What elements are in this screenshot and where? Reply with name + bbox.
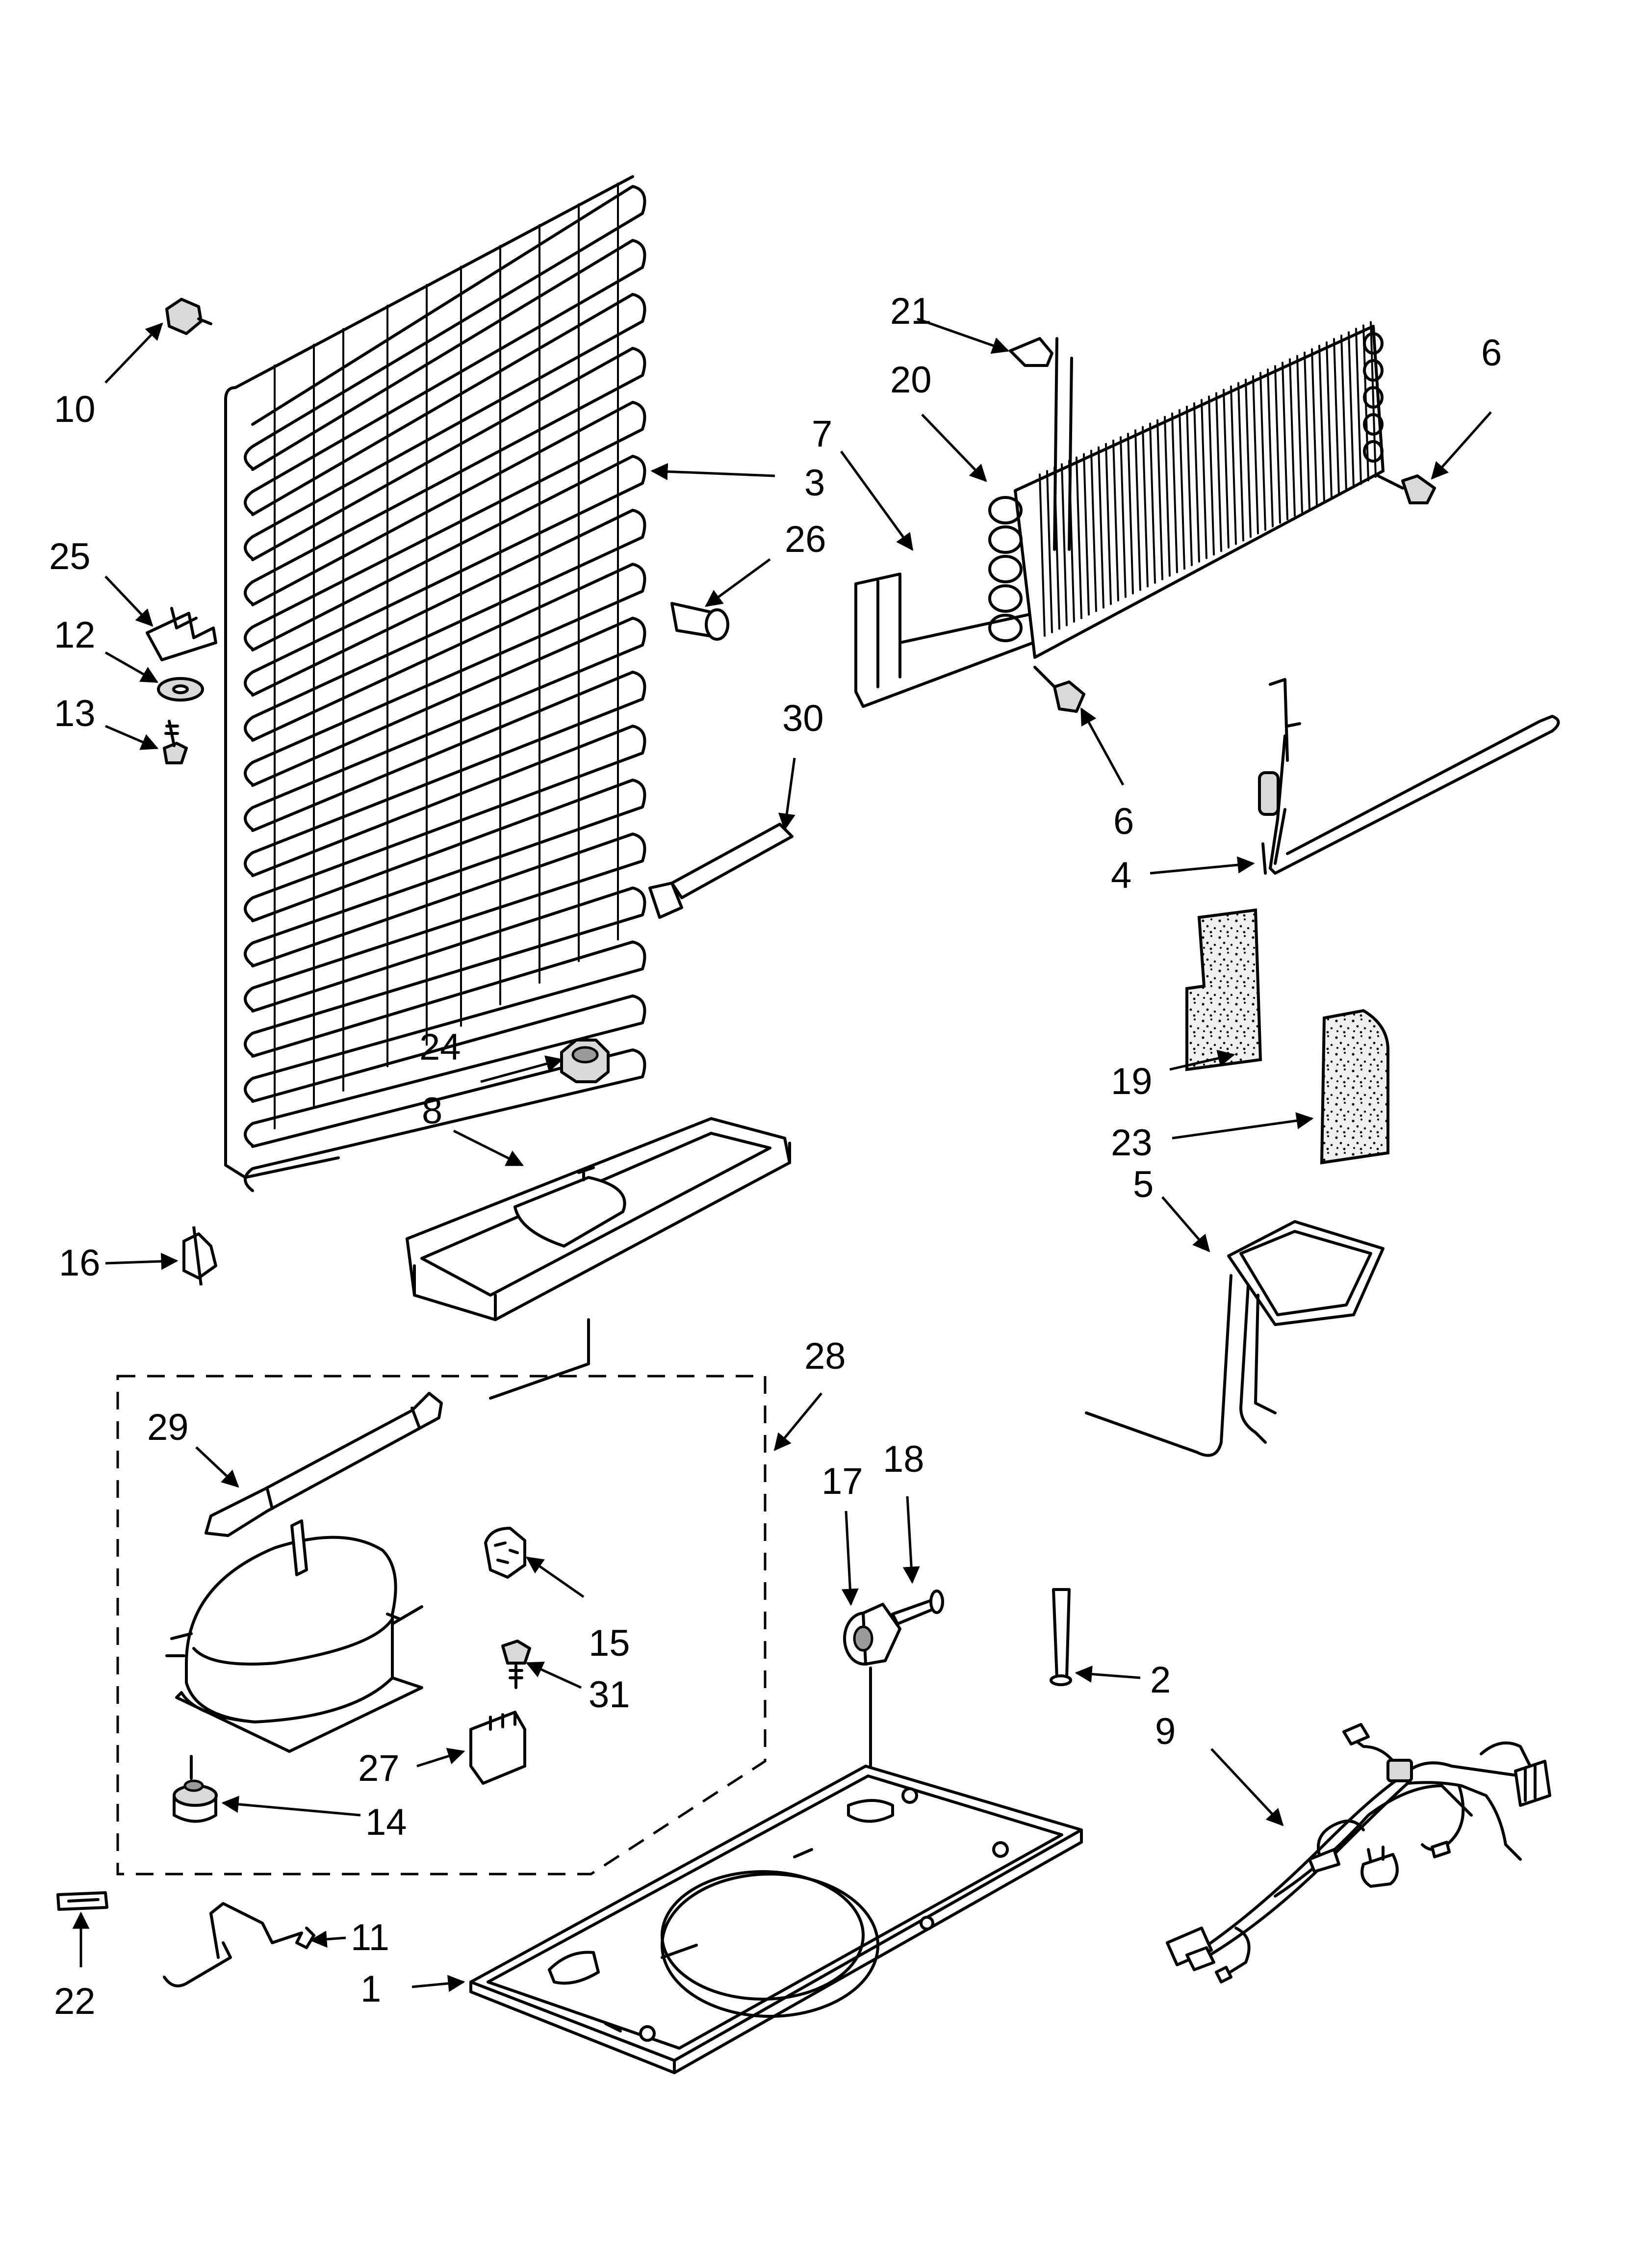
callout-14: 14 (365, 1801, 407, 1843)
callout-21: 21 (890, 290, 932, 332)
callout-24: 24 (419, 1026, 461, 1068)
callout-2: 2 (1150, 1659, 1171, 1701)
callout-12: 12 (54, 614, 96, 656)
callout-13: 13 (54, 693, 96, 734)
foam-block-19 (1185, 908, 1262, 1071)
defrost-heater (1258, 678, 1560, 875)
relay-15 (484, 1527, 526, 1579)
foam-block-23 (1320, 1009, 1389, 1165)
callout-10: 10 (54, 389, 96, 430)
screw-6-lower (1033, 666, 1085, 713)
washer-12 (157, 677, 204, 702)
clamp-16 (182, 1226, 217, 1286)
callout-9: 9 (1155, 1711, 1176, 1752)
nut-24 (560, 1039, 610, 1083)
clip-21 (1009, 337, 1053, 367)
screw-10 (165, 298, 212, 335)
callout-15: 15 (589, 1622, 630, 1664)
evaporator-assembly (854, 321, 1385, 708)
screw-6-upper (1377, 474, 1436, 504)
callout-31: 31 (589, 1674, 630, 1716)
axle-18 (891, 1590, 944, 1625)
roller-17 (843, 1603, 901, 1787)
callout-16: 16 (59, 1242, 101, 1284)
callout-20: 20 (890, 359, 932, 401)
callout-18: 18 (883, 1438, 924, 1480)
callout-27: 27 (358, 1747, 400, 1789)
callout-7: 7 (812, 413, 832, 455)
callout-11: 11 (351, 1917, 389, 1958)
suction-tube (1085, 1220, 1385, 1457)
callout-labels: 1 2 3 4 5 6 6 7 8 9 10 11 12 13 14 15 16… (49, 290, 1502, 2022)
callout-23: 23 (1111, 1122, 1153, 1164)
clip-25 (146, 607, 217, 661)
screw-31 (501, 1640, 531, 1689)
compressor (165, 1519, 423, 1753)
compressor-kit-boundary (116, 1375, 767, 1876)
callout-30: 30 (782, 698, 824, 739)
grommet-14 (173, 1755, 218, 1823)
callout-22: 22 (54, 1981, 96, 2022)
plug-26 (670, 602, 729, 641)
callout-4: 4 (1111, 855, 1131, 896)
callout-1: 1 (360, 1968, 381, 2010)
clip-22 (56, 1891, 108, 1911)
wire-11 (163, 1902, 315, 1987)
screw-13 (163, 720, 188, 764)
callout-19: 19 (1111, 1061, 1153, 1102)
condenser-coil (224, 175, 646, 1192)
callout-8: 8 (422, 1090, 442, 1132)
capacitor-27 (469, 1711, 526, 1785)
wire-harness (1166, 1723, 1551, 1983)
callout-6-lower: 6 (1113, 801, 1134, 842)
callout-5: 5 (1133, 1164, 1154, 1205)
tie-wrap-30 (648, 823, 794, 919)
callout-17: 17 (821, 1460, 863, 1502)
callout-29: 29 (147, 1407, 189, 1448)
callout-26: 26 (785, 519, 826, 560)
leader-lines (72, 317, 1492, 1992)
callout-28: 28 (804, 1335, 846, 1377)
callout-6-upper: 6 (1481, 332, 1502, 374)
filter-drier-29 (205, 1392, 443, 1537)
base-pan (469, 1765, 1083, 2074)
callout-25: 25 (49, 536, 91, 577)
callout-3: 3 (804, 462, 825, 504)
drain-pan (406, 1117, 791, 1400)
pin-2 (1050, 1588, 1072, 1686)
